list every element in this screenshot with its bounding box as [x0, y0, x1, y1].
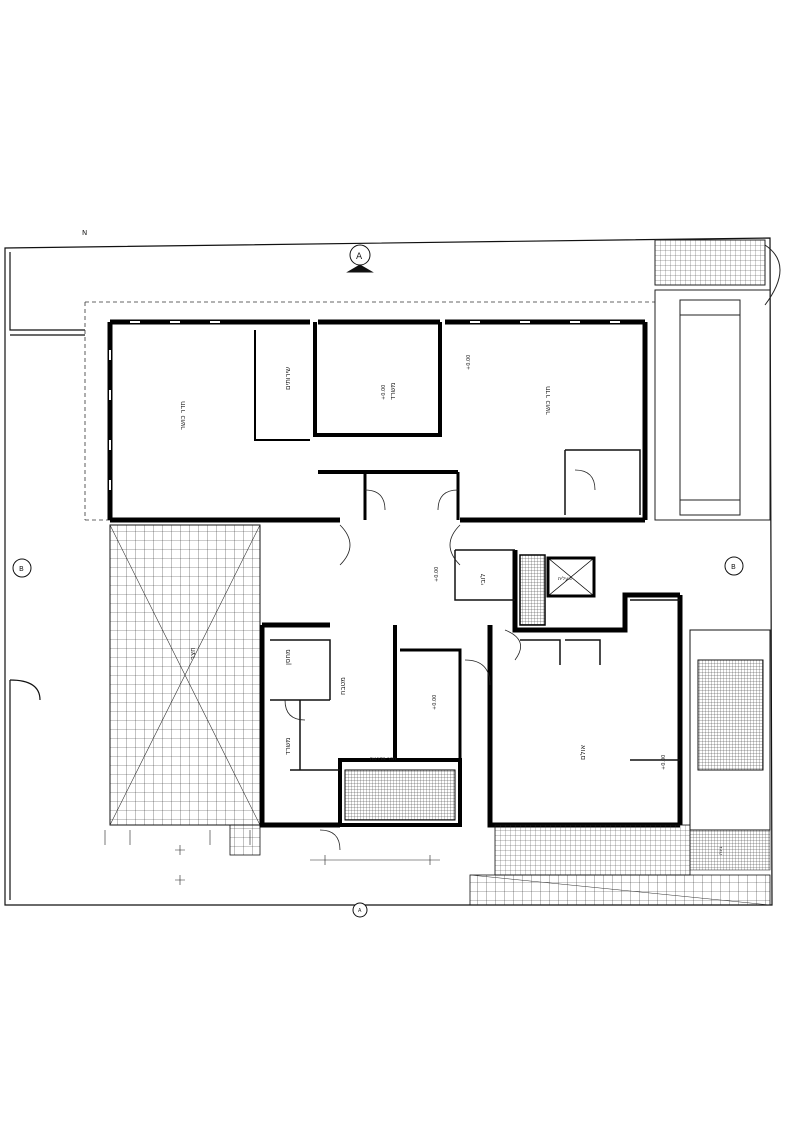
- ramp: [654, 239, 781, 521]
- room-garden: גינה: [718, 847, 724, 855]
- room-kitchen: מטבח: [339, 677, 347, 695]
- core: [344, 554, 596, 821]
- window-marks: [109, 321, 620, 490]
- marker-right: B: [731, 563, 736, 571]
- garden: [469, 629, 771, 906]
- dashed-outline: [84, 301, 655, 521]
- room-stair: חדר מדרגות: [370, 756, 396, 762]
- marker-left: B: [19, 565, 24, 573]
- level-hall-lower: +0.00: [661, 755, 667, 770]
- level-marks: +0.00 +0.00 +0.00 +0.00 +0.00: [381, 355, 667, 770]
- yard: [109, 524, 261, 856]
- lower-block-walls: [259, 550, 683, 828]
- marker-bottom: A: [358, 908, 362, 914]
- doors: [284, 469, 596, 851]
- partitions: [270, 449, 680, 771]
- markers: [12, 244, 744, 918]
- room-office: משרד: [284, 737, 292, 755]
- dimension-ticks: [104, 830, 440, 885]
- level-lobby: +0.00: [434, 567, 440, 582]
- room-hall-right: חדר כושר: [544, 386, 552, 415]
- level-center: +0.00: [381, 385, 387, 400]
- room-hall-lower: אולם: [579, 744, 587, 760]
- site-boundary: [4, 237, 773, 906]
- room-hall-left: חדר כושר: [179, 401, 187, 430]
- room-storage: מחסן: [284, 649, 292, 665]
- room-yard: חצר: [189, 647, 197, 660]
- room-labels: חדר כושר חדר כושר משרד חצר לובי מטבח מחס…: [179, 367, 724, 855]
- level-hall-right: +0.00: [466, 355, 472, 370]
- room-lobby: לובי: [479, 573, 487, 585]
- level-kitchen: +0.00: [432, 695, 438, 710]
- marker-top: A: [356, 252, 363, 262]
- room-elevator: מעלית: [558, 576, 572, 582]
- north-marker: N: [82, 229, 87, 237]
- room-toilets: שירותים: [284, 367, 292, 390]
- room-center: משרד: [389, 382, 397, 400]
